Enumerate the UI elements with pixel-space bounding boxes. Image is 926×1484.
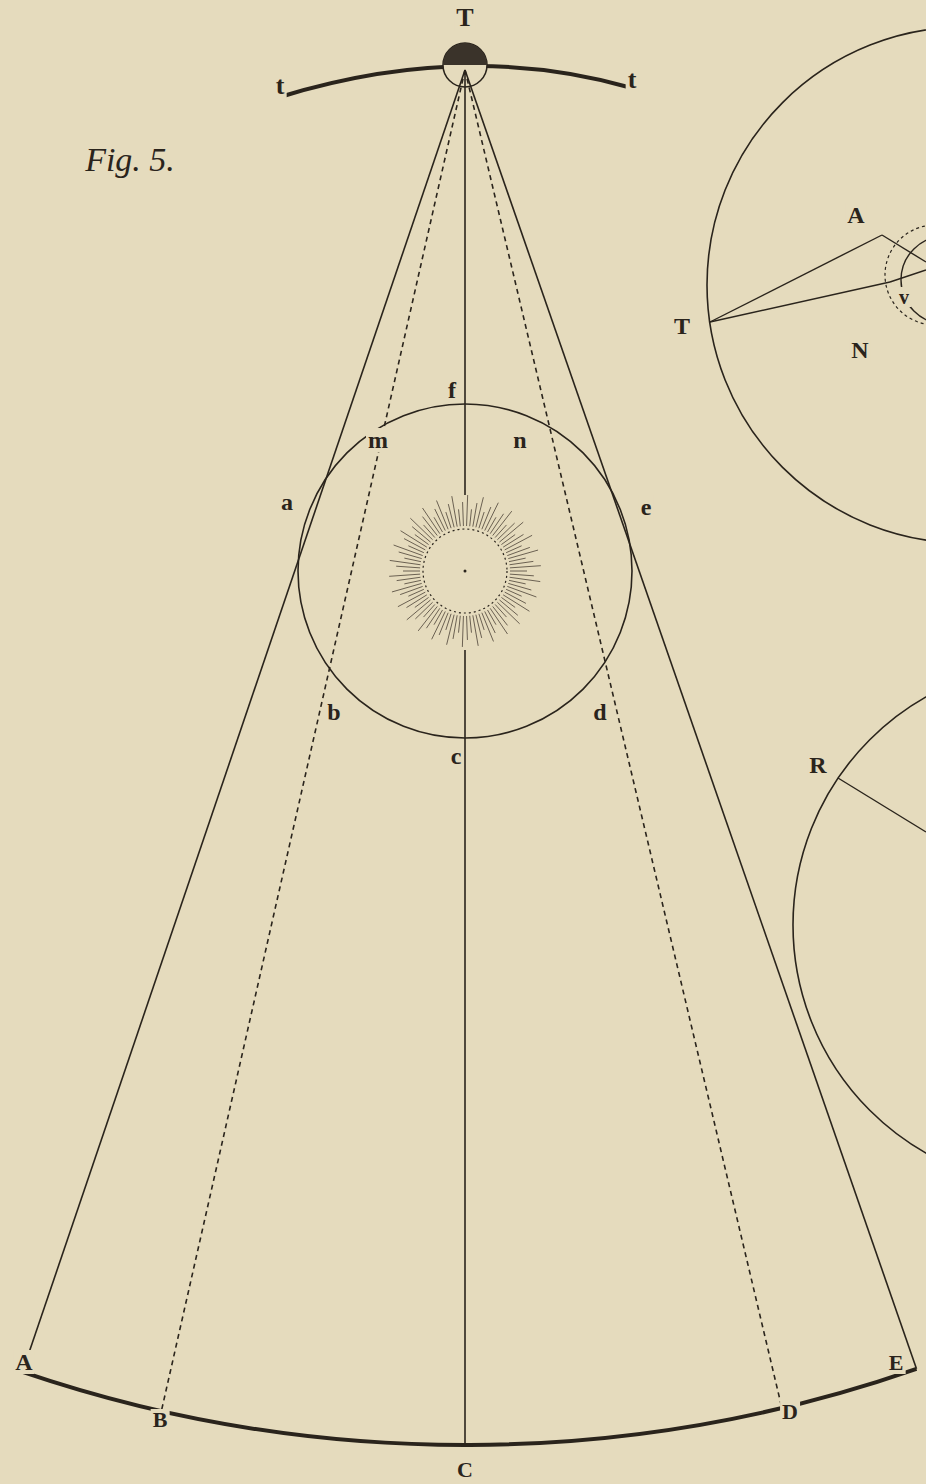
sun-centre — [464, 570, 467, 573]
point-letter: E — [887, 1352, 906, 1374]
earth-shadow — [443, 43, 487, 65]
point-letter: t — [274, 73, 287, 99]
planet-orbit — [298, 404, 632, 738]
sun-rays — [389, 495, 541, 647]
point-letter: B — [151, 1409, 170, 1431]
point-letter: D — [780, 1401, 800, 1423]
point-letter: d — [591, 700, 608, 724]
tangent-line — [465, 70, 916, 1369]
point-letter: T — [672, 314, 692, 338]
sun — [423, 529, 507, 613]
sight-line — [161, 70, 465, 1411]
point-letter: c — [449, 744, 464, 768]
point-letter: e — [639, 495, 654, 519]
outer-orbit — [707, 27, 926, 543]
sight-line — [465, 70, 782, 1408]
sight-line — [710, 235, 882, 322]
point-letter: n — [511, 428, 528, 452]
point-letter: t — [626, 67, 639, 93]
point-letter: b — [325, 700, 342, 724]
centre-line — [464, 650, 466, 1445]
point-letter: f — [446, 378, 458, 402]
radius-line — [838, 778, 926, 832]
tangent-line — [22, 70, 465, 1372]
point-letter: v — [897, 287, 911, 307]
sky-arc — [22, 1369, 916, 1445]
sight-line — [710, 282, 890, 322]
point-letter: A — [13, 1350, 34, 1374]
point-letter: m — [366, 428, 390, 452]
point-letter: N — [849, 338, 870, 362]
lower-orbit — [793, 663, 926, 1187]
point-letter: C — [455, 1459, 475, 1481]
point-letter: T — [454, 5, 475, 31]
centre-line — [464, 70, 466, 495]
point-letter: a — [279, 490, 295, 514]
point-letter: R — [807, 753, 828, 777]
point-letter: A — [845, 203, 866, 227]
sight-line — [882, 235, 926, 262]
figure-title: Fig. 5. — [83, 143, 177, 177]
sight-line — [890, 270, 926, 282]
